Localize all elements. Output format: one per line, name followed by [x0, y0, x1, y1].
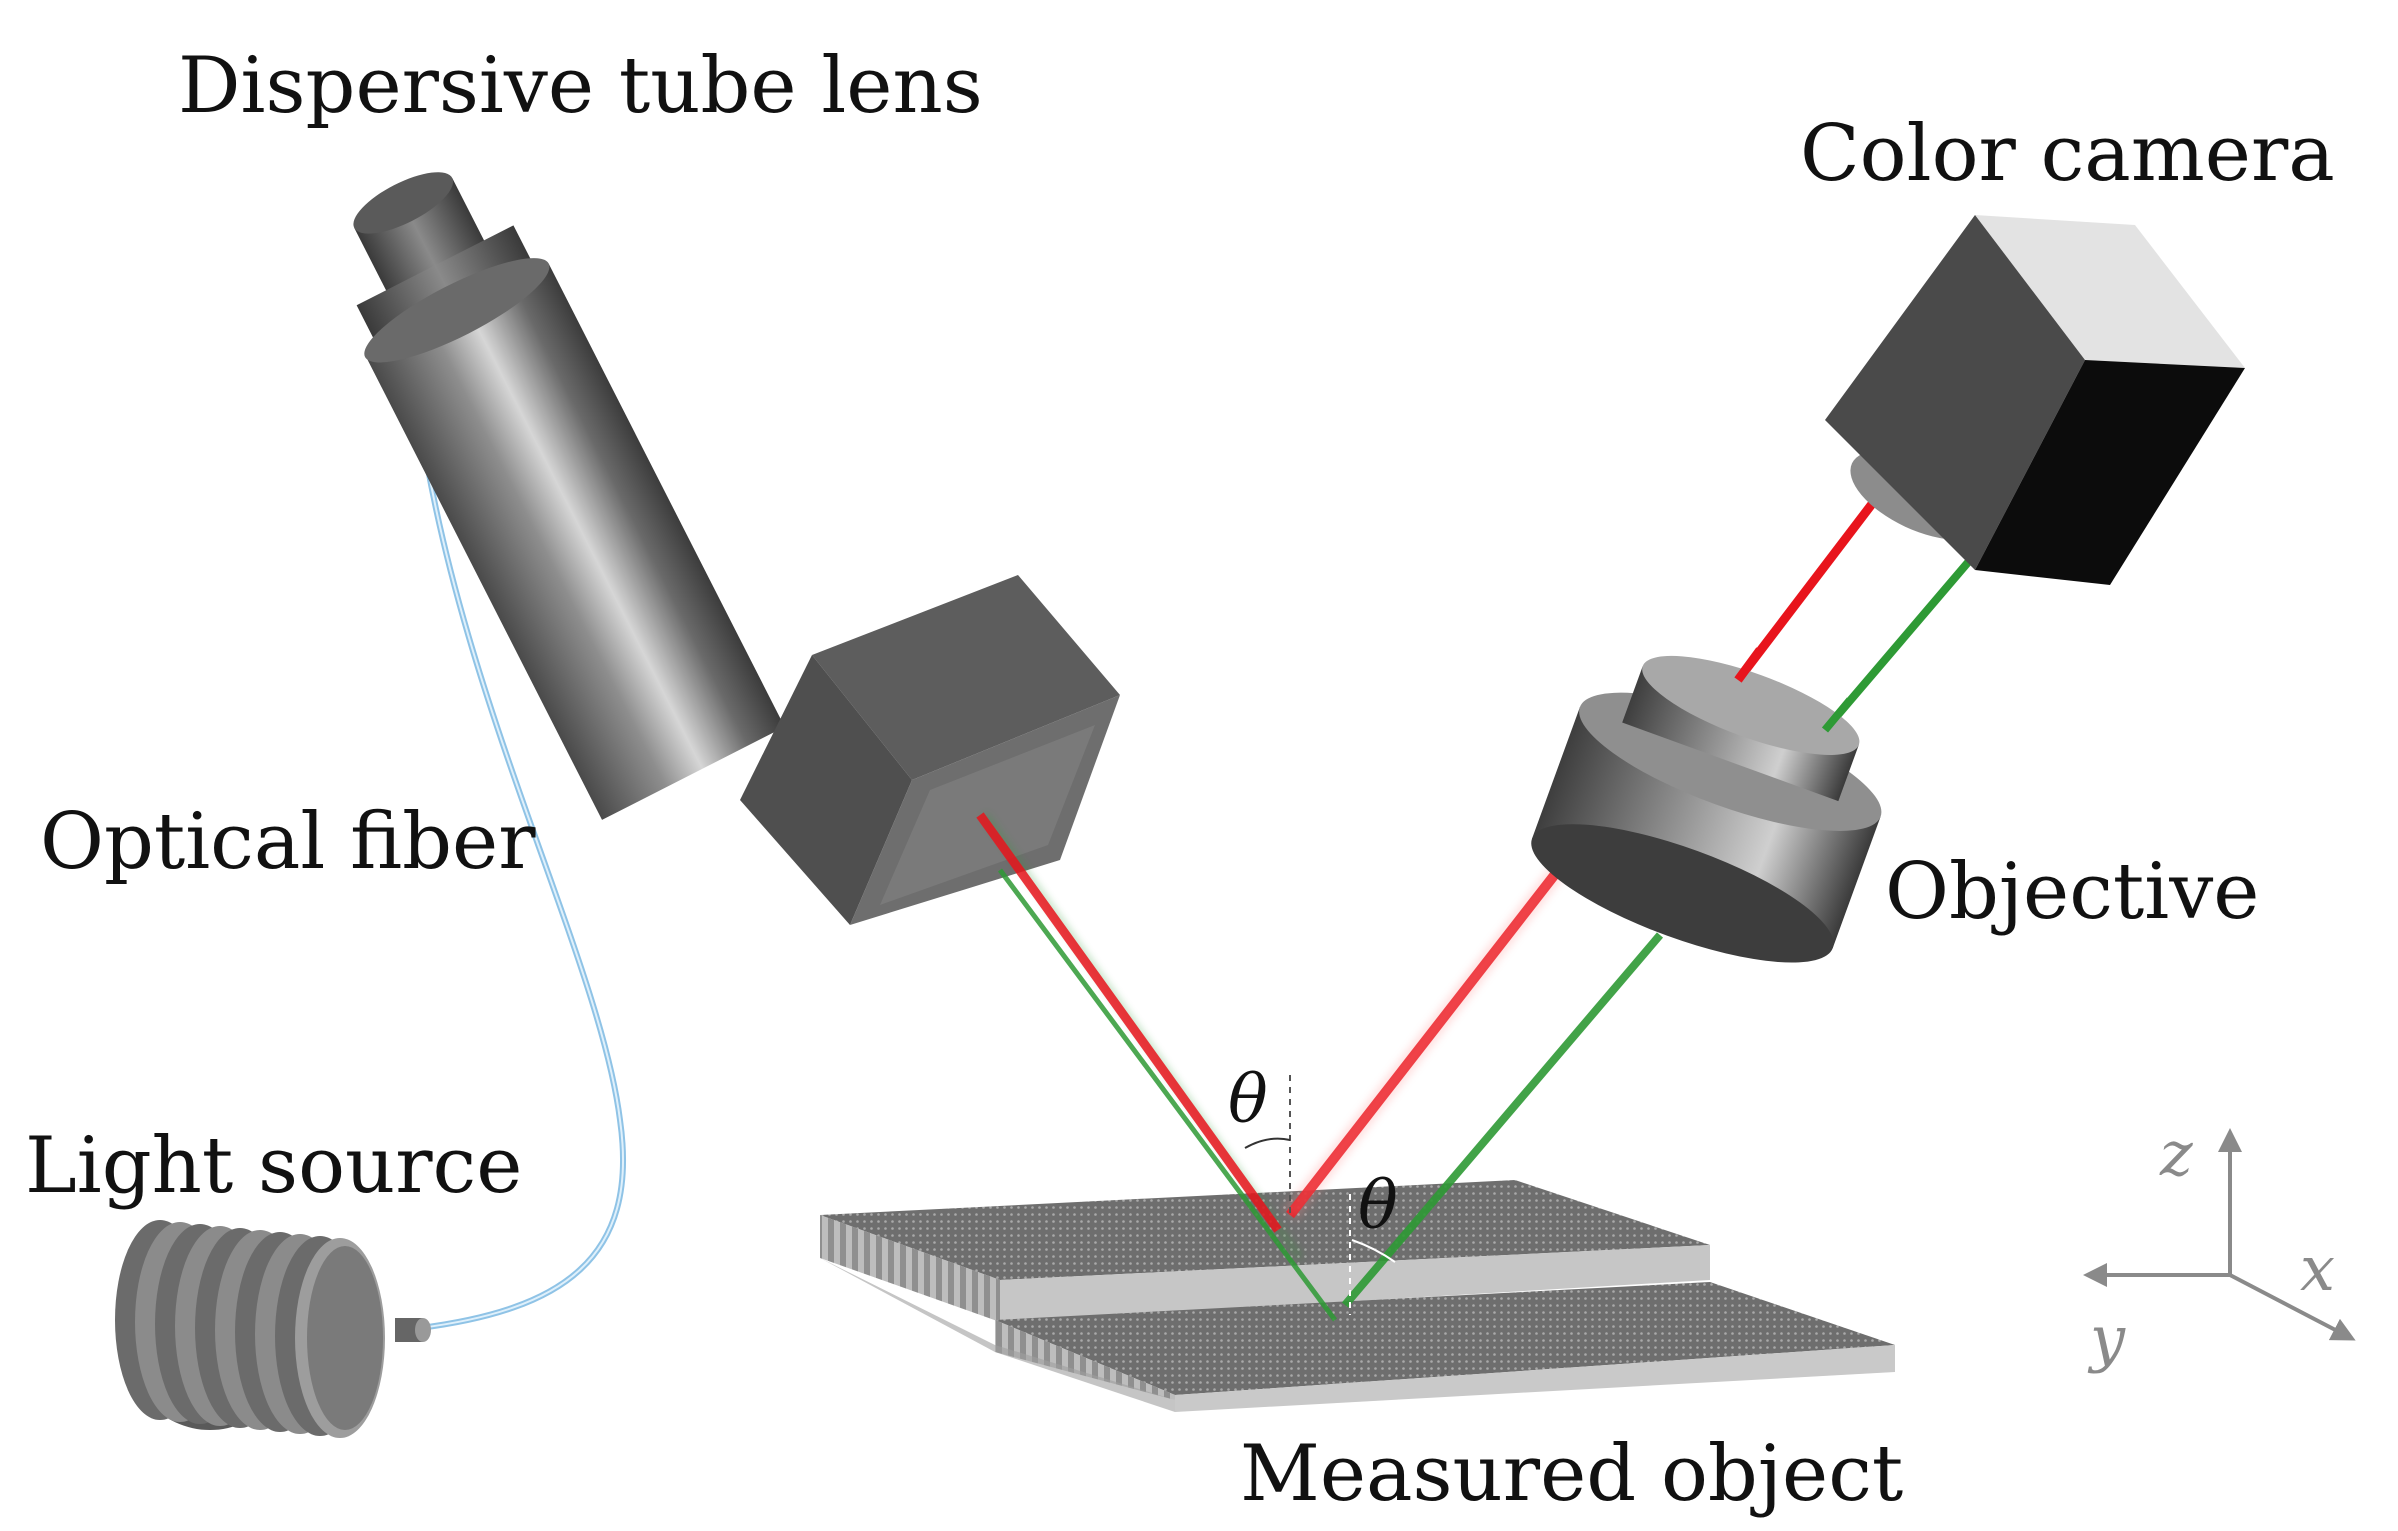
light-source-device — [115, 1220, 431, 1438]
label-color-camera: Color camera — [1800, 109, 2335, 199]
color-camera-device — [1825, 215, 2245, 585]
label-light-source: Light source — [25, 1121, 522, 1211]
light-beams — [976, 497, 1974, 1322]
measured-object-stage — [820, 1180, 1895, 1412]
label-theta-reflected: θ — [1358, 1167, 1398, 1244]
label-theta-incident: θ — [1228, 1061, 1268, 1138]
axis-label-z: z — [2159, 1117, 2193, 1190]
axis-label-x: x — [2300, 1232, 2335, 1305]
axis-label-y: y — [2087, 1302, 2126, 1375]
dispersive-tube-lens-device — [353, 172, 1120, 925]
angle-markers — [1244, 1075, 1396, 1315]
label-dispersive-tube-lens: Dispersive tube lens — [178, 41, 983, 131]
label-measured-object: Measured object — [1240, 1429, 1903, 1519]
objective-device — [1531, 647, 1882, 963]
label-objective: Objective — [1885, 847, 2259, 937]
coordinate-axes — [2083, 1128, 2356, 1341]
label-optical-fiber: Optical fiber — [40, 797, 536, 887]
